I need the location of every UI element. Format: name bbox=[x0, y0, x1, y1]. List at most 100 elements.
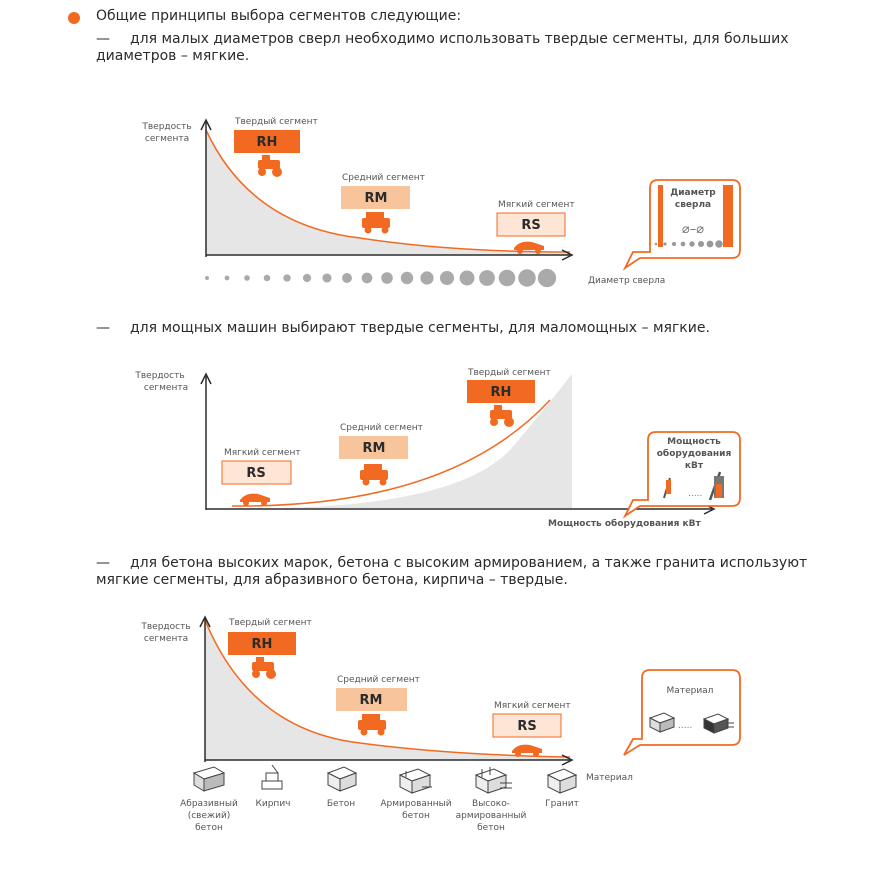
granite-icon bbox=[546, 768, 578, 794]
chart-equipment-power: Твердость сегмента Мягкий сегмент RS Сре… bbox=[134, 368, 741, 529]
rule-1-line-1: для малых диаметров сверл необходимо исп… bbox=[130, 31, 789, 47]
diameter-dot bbox=[689, 241, 695, 247]
callout-line-1: Мощность bbox=[667, 437, 721, 447]
medium-segment-code: RM bbox=[360, 693, 383, 708]
diameter-dot bbox=[342, 273, 352, 283]
material-callout: Материал ..... bbox=[623, 669, 741, 756]
hard-segment-code: RH bbox=[252, 637, 273, 652]
rule-3: — для бетона высоких марок, бетона с выс… bbox=[0, 555, 872, 589]
hard-segment-caption: Твердый сегмент bbox=[467, 368, 551, 378]
diameter-dot bbox=[537, 268, 557, 288]
diameter-dot bbox=[361, 272, 373, 284]
sports-car-icon bbox=[514, 241, 544, 254]
hard-segment-caption: Твердый сегмент bbox=[234, 117, 318, 127]
tractor-icon bbox=[258, 155, 282, 177]
drill-diameter-callout: Диаметр сверла ⌀–⌀ bbox=[622, 179, 741, 271]
diameter-dot bbox=[459, 270, 475, 286]
soft-segment-box bbox=[492, 713, 562, 738]
soft-segment-code: RS bbox=[517, 719, 536, 734]
y-axis-arrow-icon bbox=[200, 118, 212, 131]
diameter-dot bbox=[479, 270, 495, 286]
diameter-dot bbox=[715, 240, 723, 248]
chart-drill-diameter: Твердость сегмента Твердый сегмент RH Ср… bbox=[141, 117, 741, 288]
medium-segment-box bbox=[339, 436, 408, 459]
diameter-dot bbox=[244, 275, 250, 281]
suv-icon bbox=[358, 714, 386, 736]
soft-segment-caption: Мягкий сегмент bbox=[224, 448, 301, 458]
brick-icon bbox=[261, 764, 283, 790]
diameter-dot bbox=[420, 271, 434, 285]
material-label: бетон bbox=[477, 823, 505, 833]
diameter-dot bbox=[706, 240, 714, 248]
callout-line-1: Диаметр bbox=[670, 188, 716, 198]
y-label-line-2: сегмента bbox=[144, 634, 188, 644]
diameter-dot bbox=[205, 276, 209, 280]
rule-1-line-2: диаметров – мягкие. bbox=[96, 48, 250, 64]
bullet-icon bbox=[68, 12, 80, 24]
reinforced-block-icon bbox=[702, 713, 734, 734]
hard-segment-box bbox=[467, 380, 535, 403]
suv-icon bbox=[362, 212, 390, 234]
hard-segment-code: RH bbox=[257, 135, 278, 150]
tractor-icon bbox=[252, 657, 276, 679]
soft-segment-box bbox=[496, 212, 566, 237]
sports-car-icon bbox=[240, 493, 270, 506]
rule-2: — для мощных машин выбирают твердые сегм… bbox=[0, 320, 872, 338]
material-label: бетон bbox=[195, 823, 223, 833]
diameter-dot bbox=[697, 240, 705, 248]
ellipsis-dots: ..... bbox=[688, 489, 702, 499]
y-label-line-2: сегмента bbox=[145, 134, 189, 144]
hard-segment-box bbox=[234, 130, 300, 153]
abrasive-concrete-icon bbox=[192, 766, 226, 792]
chart-area bbox=[206, 130, 570, 255]
material-label: Абразивный bbox=[180, 799, 238, 809]
y-axis-arrow-icon bbox=[200, 372, 212, 385]
diameter-dot bbox=[302, 273, 312, 283]
y-label-line-1: Твердость bbox=[141, 122, 191, 132]
thick-drill-icon bbox=[723, 185, 733, 247]
medium-segment-code: RM bbox=[365, 191, 388, 206]
ellipsis-dots: ..... bbox=[678, 721, 692, 731]
suv-icon bbox=[360, 464, 388, 486]
material-label: (свежий) bbox=[188, 811, 231, 821]
soft-segment-caption: Мягкий сегмент bbox=[498, 200, 575, 210]
large-drill-rig-icon bbox=[708, 471, 724, 501]
callout-line-2: оборудования bbox=[657, 448, 732, 459]
material-label: Кирпич bbox=[255, 799, 290, 809]
callout-line-1: Материал bbox=[667, 686, 714, 696]
hard-segment-code: RH bbox=[491, 385, 512, 400]
chart-area bbox=[206, 374, 572, 509]
y-axis-arrow-icon bbox=[199, 615, 211, 628]
callout-line-3: кВт bbox=[685, 461, 704, 471]
y-label-line-2: сегмента bbox=[144, 383, 188, 393]
soft-segment-code: RS bbox=[246, 466, 265, 481]
medium-segment-caption: Средний сегмент bbox=[340, 423, 423, 433]
rule-2-line-1: для мощных машин выбирают твердые сегмен… bbox=[130, 320, 710, 336]
x-label: Материал bbox=[586, 773, 633, 783]
thin-drill-icon bbox=[658, 185, 663, 247]
diameter-dot bbox=[663, 242, 667, 246]
medium-segment-box bbox=[336, 688, 407, 711]
chart-material: Твердость сегмента Твердый сегмент RH Ср… bbox=[140, 615, 741, 833]
equipment-power-callout: Мощность оборудования кВт ..... bbox=[622, 431, 741, 519]
x-axis-arrow-icon bbox=[561, 249, 574, 261]
intro-text: Общие принципы выбора сегментов следующи… bbox=[96, 8, 462, 24]
rule-1: — для малых диаметров сверл необходимо и… bbox=[0, 31, 872, 65]
material-label: Гранит bbox=[545, 799, 579, 809]
diameter-dot bbox=[654, 242, 658, 246]
diameter-dot bbox=[224, 275, 230, 281]
medium-segment-caption: Средний сегмент bbox=[342, 173, 425, 183]
small-diameter-dots bbox=[654, 240, 723, 248]
material-label: Высоко- bbox=[472, 799, 510, 809]
x-axis-arrow-icon bbox=[561, 754, 574, 766]
diameter-dot bbox=[518, 269, 536, 287]
highly-reinforced-concrete-icon bbox=[474, 767, 512, 794]
diameter-dot bbox=[283, 274, 291, 282]
diameter-dot bbox=[400, 271, 414, 285]
diameter-dot bbox=[381, 272, 393, 284]
material-label: Армированный bbox=[380, 799, 451, 809]
medium-segment-code: RM bbox=[363, 441, 386, 456]
rule-dash: — bbox=[96, 555, 110, 571]
tractor-icon bbox=[490, 405, 514, 427]
